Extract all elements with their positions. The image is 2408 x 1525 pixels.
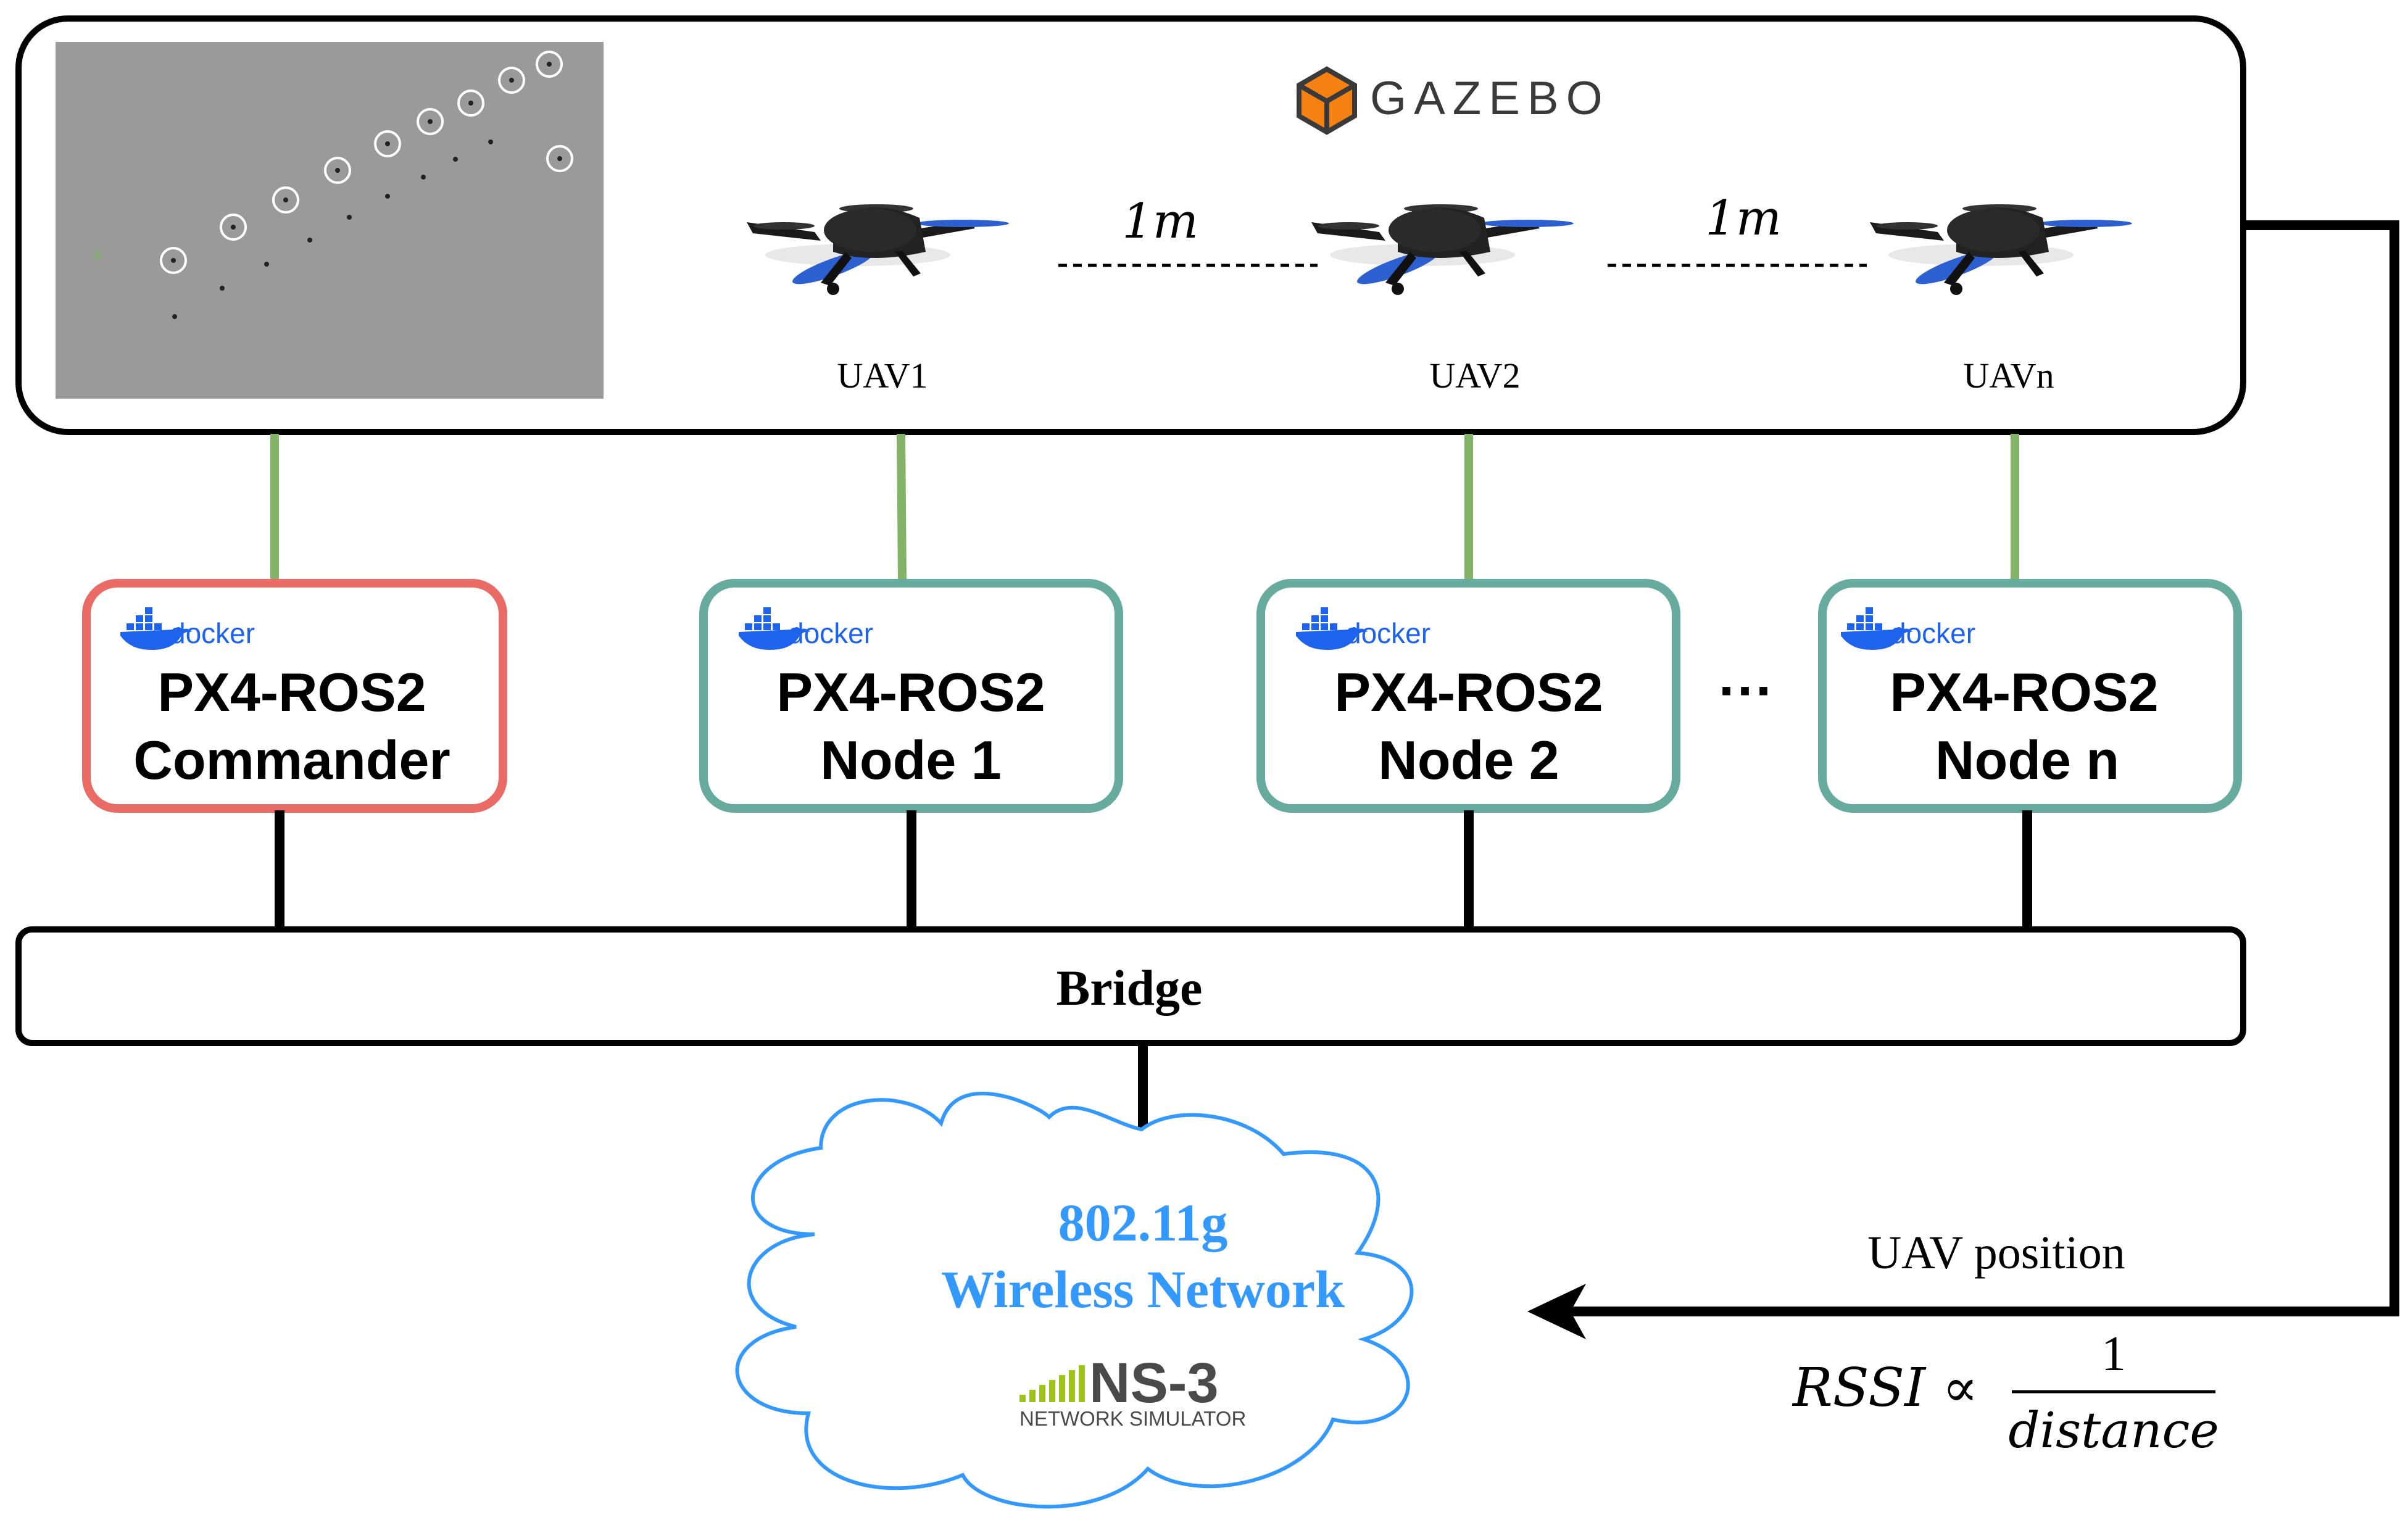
- ns3-logo-subtitle: NETWORK SIMULATOR: [1019, 1407, 1246, 1430]
- node1-title-line2: Node 1: [820, 729, 1001, 791]
- network-name: Wireless Network: [941, 1260, 1345, 1319]
- feedback-label: UAV position: [1867, 1227, 2125, 1279]
- bridge-label: Bridge: [1057, 960, 1203, 1016]
- network-cloud: [735, 1091, 1414, 1509]
- formula-denominator: distance: [2008, 1402, 2219, 1459]
- arrow-head-icon: [1527, 1284, 1586, 1339]
- network-standard: 802.11g: [1058, 1193, 1228, 1252]
- node1-title-line1: PX4-ROS2: [776, 662, 1045, 723]
- rssi-formula: RSSI ∝: [1791, 1357, 1978, 1419]
- simulation-screenshot: [56, 42, 604, 399]
- distance-label-2: 1m: [1705, 191, 1782, 246]
- green-links: [270, 433, 2019, 582]
- noden-title-line2: Node n: [1935, 729, 2119, 791]
- commander-title-line1: PX4-ROS2: [157, 662, 426, 723]
- uav2-label: UAV2: [1429, 355, 1520, 396]
- ellipsis: ···: [1719, 660, 1774, 722]
- bridge-links: [275, 810, 2032, 1132]
- bridge-box: [15, 926, 2246, 1046]
- uav1-label: UAV1: [837, 355, 928, 396]
- uavn-label: UAVn: [1963, 355, 2054, 396]
- node2-title-line1: PX4-ROS2: [1334, 662, 1603, 723]
- distance-label-1: 1m: [1122, 194, 1198, 249]
- docker-label: docker: [170, 617, 255, 649]
- feedback-arrow-line: [1567, 220, 2399, 1316]
- docker-label: docker: [1345, 617, 1430, 649]
- node2-title-line2: Node 2: [1378, 729, 1559, 791]
- commander-title-line2: Commander: [133, 729, 450, 791]
- ns3-signal-icon: [1019, 1365, 1085, 1402]
- docker-label: docker: [788, 617, 873, 649]
- formula-numerator: 1: [2101, 1327, 2126, 1381]
- container-node-n: [1818, 579, 2242, 813]
- container-commander: [82, 579, 507, 813]
- noden-title-line1: PX4-ROS2: [1890, 662, 2158, 723]
- docker-label: docker: [1890, 617, 1975, 649]
- gazebo-logo-text: GAZEBO: [1370, 72, 1610, 125]
- container-node-1: [699, 579, 1123, 813]
- gazebo-logo-icon: [1297, 66, 1357, 135]
- ns3-logo-text: NS-3: [1089, 1352, 1219, 1415]
- container-node-2: [1256, 579, 1680, 813]
